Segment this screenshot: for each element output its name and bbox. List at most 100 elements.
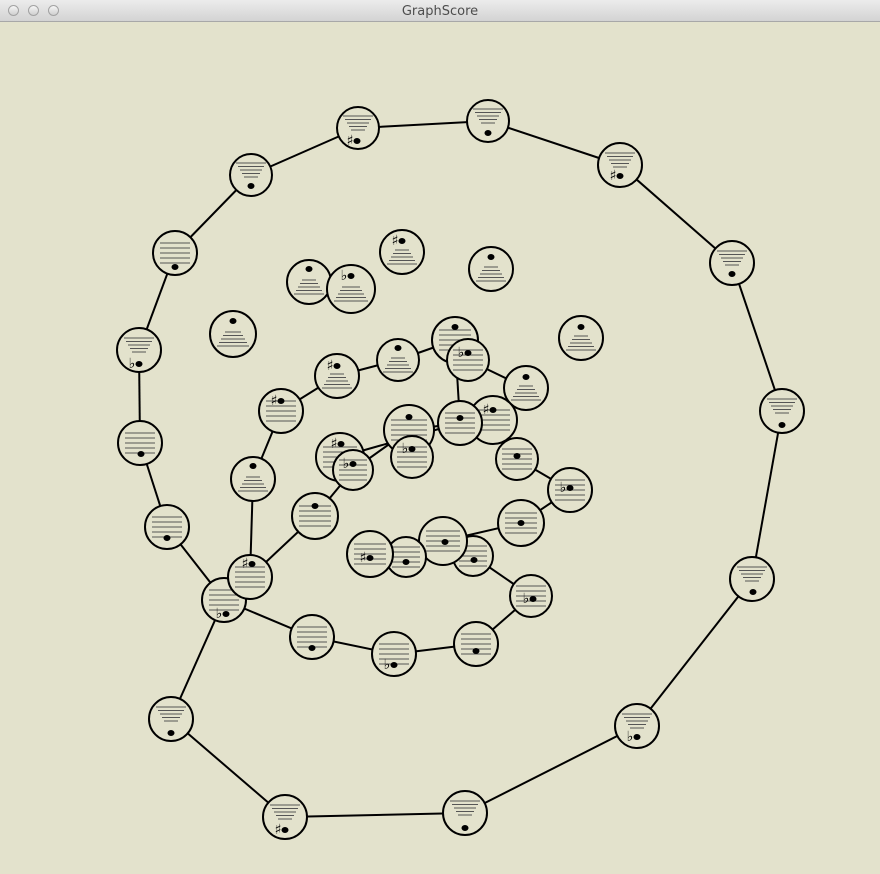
note-node-n27[interactable] [230,456,276,502]
note-node-n38[interactable] [437,400,483,446]
notehead [333,363,341,369]
node-circle[interactable] [503,365,549,411]
notehead [472,648,480,654]
notehead [461,825,469,831]
notehead [451,324,459,330]
node-circle[interactable] [336,106,380,150]
staff-lines [605,152,635,168]
notehead [728,271,736,277]
notehead [522,374,530,380]
note-node-n17[interactable]: ♯ [227,554,273,600]
flat-accidental-icon: ♭ [523,591,530,607]
note-node-n4[interactable] [709,240,755,286]
note-node-n47[interactable] [468,246,514,292]
note-node-n35[interactable] [495,437,539,481]
note-node-n43[interactable] [209,310,257,358]
sharp-accidental-icon: ♯ [392,233,399,249]
staff-lines [124,337,154,353]
zoom-window-button[interactable] [48,5,59,16]
note-node-n1[interactable]: ♯ [336,106,380,150]
close-window-button[interactable] [8,5,19,16]
staff-lines [767,398,797,414]
note-node-n10[interactable] [148,696,194,742]
note-node-n25[interactable]: ♯ [346,530,394,578]
notehead [513,453,521,459]
node-circle[interactable] [376,338,420,382]
node-circle[interactable] [709,240,755,286]
note-node-n44[interactable] [286,259,332,305]
note-node-n18[interactable] [289,614,335,660]
node-circle[interactable] [148,696,194,742]
note-node-n37[interactable] [497,499,545,547]
note-node-n8[interactable] [442,790,488,836]
note-node-n15[interactable] [152,230,198,276]
notehead [171,264,179,270]
note-node-n2[interactable] [466,99,510,143]
note-node-n7[interactable]: ♭ [614,703,660,749]
node-circle[interactable] [468,246,514,292]
note-node-n26[interactable] [291,492,339,540]
sharp-accidental-icon: ♯ [275,822,282,838]
node-circle[interactable] [442,790,488,836]
notehead [229,318,237,324]
note-node-n36[interactable]: ♭ [547,467,593,513]
node-circle[interactable] [466,99,510,143]
notehead [247,183,255,189]
node-circle[interactable] [729,556,775,602]
staff-lines [392,546,420,568]
note-node-n28[interactable]: ♯ [258,388,304,434]
note-node-n20[interactable] [453,621,499,667]
note-node-n23[interactable] [418,516,468,566]
note-node-n29[interactable]: ♯ [314,353,360,399]
note-node-n21[interactable]: ♭ [509,574,553,618]
node-circle[interactable] [229,153,273,197]
notehead [749,589,757,595]
staff-lines [511,385,541,401]
notehead [405,414,413,420]
minimize-window-button[interactable] [28,5,39,16]
node-circle[interactable] [230,456,276,502]
staff-lines [217,331,249,347]
note-node-n16[interactable] [229,153,273,197]
note-node-n33[interactable] [503,365,549,411]
note-node-n3[interactable]: ♯ [597,142,643,188]
note-node-n9[interactable]: ♯ [262,794,308,840]
node-circle[interactable] [314,353,360,399]
note-node-n30[interactable] [376,338,420,382]
note-node-n6[interactable] [729,556,775,602]
node-circle[interactable] [116,327,162,373]
edge-n6-n7 [636,578,753,727]
node-circle[interactable] [558,315,604,361]
note-node-n19[interactable]: ♭ [371,631,417,677]
node-circle[interactable] [262,794,308,840]
node-circle[interactable] [614,703,660,749]
sharp-accidental-icon: ♯ [331,436,338,452]
edge-n3-n4 [619,164,733,264]
note-node-n40[interactable]: ♭ [332,449,374,491]
window-title: GraphScore [401,4,479,19]
notehead [616,173,624,179]
node-circle[interactable] [379,229,425,275]
node-circle[interactable] [759,388,805,434]
score-graph-canvas[interactable]: ♯♯♭♯♭♭♯♭♭♯♯♯♭♯♭♯♭♭♭♯ [0,22,880,874]
notehead [633,734,641,740]
flat-accidental-icon: ♭ [384,657,391,673]
note-node-n45[interactable]: ♭ [326,264,376,314]
node-circle[interactable] [326,264,376,314]
title-bar[interactable]: GraphScore [0,0,880,22]
note-node-n5[interactable] [759,388,805,434]
note-node-n14[interactable]: ♭ [116,327,162,373]
notehead [308,645,316,651]
note-node-n12[interactable] [144,504,190,550]
flat-accidental-icon: ♭ [341,268,348,284]
note-node-n42[interactable]: ♭ [390,435,434,479]
notehead [470,557,478,563]
note-node-n48[interactable] [558,315,604,361]
node-circle[interactable] [209,310,257,358]
note-node-n46[interactable]: ♯ [379,229,425,275]
node-circle[interactable] [597,142,643,188]
note-node-n32[interactable]: ♭ [446,338,490,382]
edge-n2-n3 [487,120,621,166]
staff-lines [737,566,767,582]
note-node-n13[interactable] [117,420,163,466]
